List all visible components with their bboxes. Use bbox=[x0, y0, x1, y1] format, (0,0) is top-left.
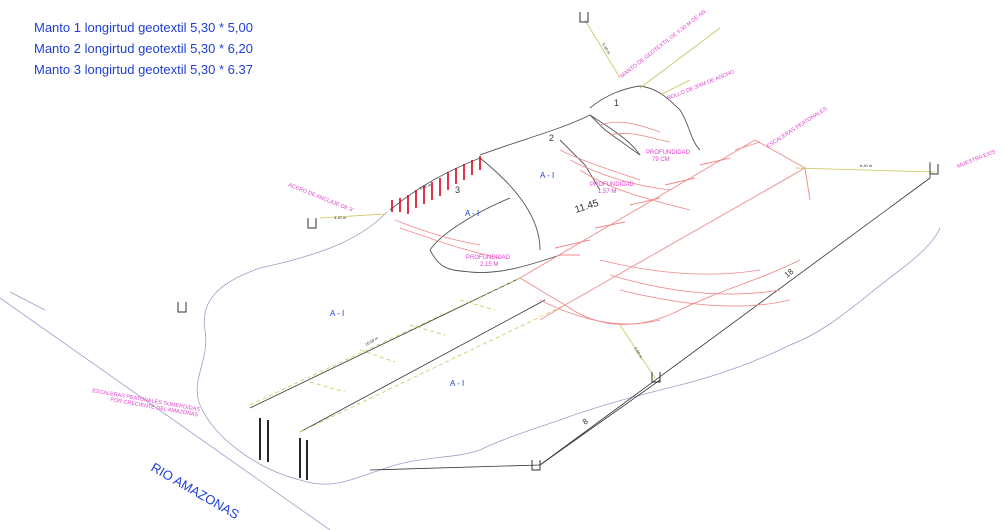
zone-label-1: A - I bbox=[540, 171, 554, 180]
rollo-label: ROLLO DE 3/4M DE ANCHO bbox=[667, 69, 737, 102]
river-lines bbox=[0, 291, 331, 530]
depth-215-value: 2.15 M bbox=[480, 262, 498, 268]
legend-line-1: Manto 1 longirtud geotextil 5,30 * 5,00 bbox=[34, 20, 253, 35]
annotations: 1 2 3 A - I A - I A - I A - I PROFUNDIDA… bbox=[92, 9, 997, 522]
depth-157-value: 1.57 M bbox=[598, 189, 616, 195]
zone-label-2: A - I bbox=[465, 209, 479, 218]
anchor-steel-bars bbox=[391, 156, 481, 214]
small-dim-1240: 10.60 m bbox=[364, 335, 380, 347]
submerged-walkway bbox=[249, 277, 566, 433]
small-dim-330: 3.30 m bbox=[334, 215, 347, 220]
benchmark-symbols bbox=[177, 12, 939, 471]
legend-line-3: Manto 3 longirtud geotextil 5,30 * 6.37 bbox=[34, 62, 253, 77]
anchor-steel-label: ACERO DE ANCLAJE DE 3" bbox=[287, 182, 355, 214]
terrain-outline bbox=[196, 211, 941, 485]
dimension-1145: 11.45 bbox=[574, 198, 601, 216]
zone-label-3: A - I bbox=[330, 309, 344, 318]
manto-2-label: 2 bbox=[549, 133, 554, 143]
river-label: RIO AMAZONAS bbox=[149, 460, 242, 523]
depth-215-title: PROFUNDIDAD bbox=[466, 255, 511, 261]
leader-lines bbox=[319, 19, 936, 379]
small-dim-640: 6.40 m bbox=[860, 163, 873, 168]
zone-label-4: A - I bbox=[450, 379, 464, 388]
depth-79-value: 79 CM bbox=[652, 157, 670, 163]
support-posts bbox=[259, 418, 308, 480]
small-dim-600: 5.00 m bbox=[633, 346, 644, 360]
small-dim-5: 5.00 m bbox=[419, 182, 433, 191]
small-dim-530: 5.30 m bbox=[601, 42, 612, 56]
depth-157-title: PROFUNDIDAD bbox=[590, 182, 635, 188]
legend-line-2: Manto 2 longirtud geotextil 5,30 * 6,20 bbox=[34, 41, 253, 56]
dimension-lines bbox=[249, 162, 931, 471]
dimension-8: 8 bbox=[581, 416, 590, 426]
depth-79-title: PROFUNDIDAD bbox=[646, 150, 691, 156]
manto-3-label: 3 bbox=[455, 185, 460, 195]
geotextile-sheet-label: MANTO DE GEOTEXTIL DE 5.30 M DE AN bbox=[620, 9, 708, 79]
manto-sections bbox=[389, 85, 701, 273]
manto-1-label: 1 bbox=[614, 98, 619, 108]
contour-lines bbox=[394, 121, 791, 325]
stair-block bbox=[519, 139, 811, 325]
dimension-18: 18 bbox=[783, 267, 796, 280]
stairs-top-label: ESCALERAS PEATONALES bbox=[766, 106, 829, 150]
muestra-label: MUESTRA EXIS bbox=[957, 149, 997, 170]
